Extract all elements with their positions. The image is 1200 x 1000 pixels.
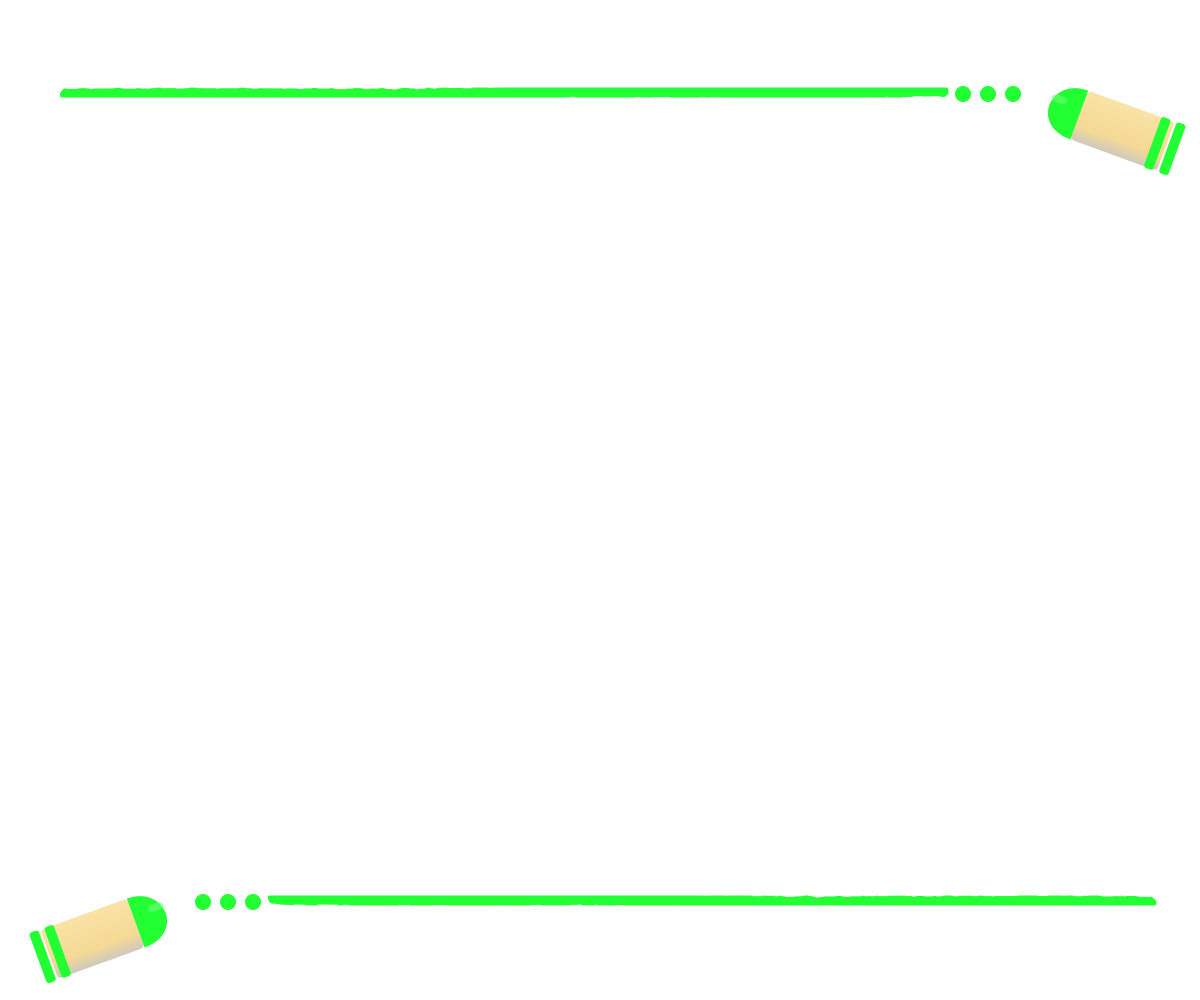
bottom-crayon-line — [268, 892, 1156, 909]
dot — [195, 894, 211, 910]
top-dots — [955, 86, 1021, 102]
dot — [245, 894, 261, 910]
crayon-icon — [29, 896, 167, 984]
dot — [220, 894, 236, 910]
dot — [980, 86, 996, 102]
bottom-dots — [195, 894, 261, 910]
top-border — [60, 84, 1186, 176]
crayon-icon — [1048, 88, 1186, 176]
dot — [955, 86, 971, 102]
top-crayon-line — [60, 84, 948, 101]
bottom-border — [29, 892, 1156, 984]
dot — [1005, 86, 1021, 102]
